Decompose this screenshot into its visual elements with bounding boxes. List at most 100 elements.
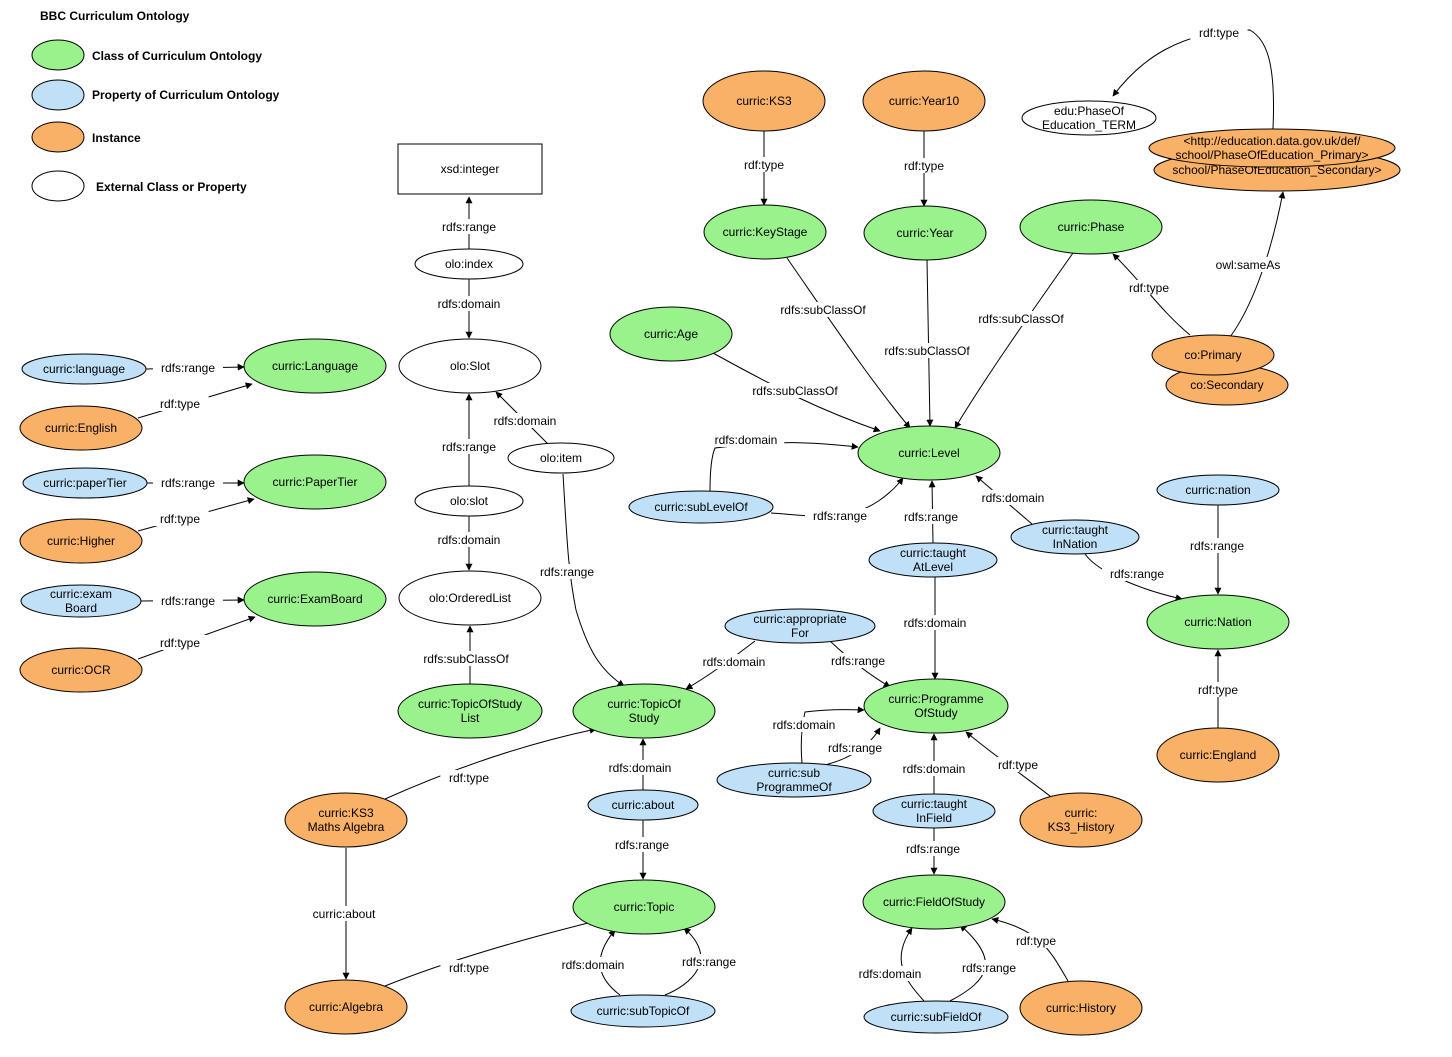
edge-e-primary-rdftype [1112, 29, 1275, 130]
node-label: curric:taught [901, 797, 968, 811]
edge-e-phase-subclass [954, 252, 1074, 429]
node-label: InField [916, 811, 952, 825]
node-shape [702, 70, 826, 132]
edge-label: rdf:type [160, 512, 200, 526]
legend-label-external: External Class or Property [96, 180, 247, 194]
edge-label: rdfs:range [161, 594, 215, 608]
node-olo-Slot: olo:Slot [398, 338, 542, 394]
edge-label: rdfs:domain [609, 761, 672, 775]
edge-label: owl:sameAs [1216, 258, 1281, 272]
node-shape [716, 762, 872, 798]
edge-label-bg [896, 615, 974, 630]
node-shape [1019, 980, 1143, 1036]
edge-label-bg [153, 360, 223, 375]
node-shape [872, 793, 996, 829]
node-shape [1019, 199, 1163, 255]
edge-label-bg [434, 219, 504, 234]
node-shape [868, 542, 998, 578]
edge-label: rdfs:subClassOf [752, 384, 838, 398]
node-curric-PaperTier: curric:PaperTier [243, 454, 387, 510]
node-curric-Language: curric:Language [243, 338, 387, 394]
node-label: curric:Language [272, 359, 358, 373]
edge-e-keystage-subclass [786, 257, 911, 429]
node-shape [19, 518, 143, 564]
node-shape [20, 584, 142, 618]
node-school-Primary: <http://education.data.gov.uk/def/school… [1148, 128, 1396, 168]
node-curric-subTopicOf: curric:subTopicOf [570, 994, 716, 1028]
edge-label-bg [974, 490, 1052, 505]
edge-label: rdfs:range [1190, 539, 1244, 553]
node-co-Secondary: co:Secondary [1165, 364, 1289, 406]
edge-label: rdfs:range [828, 741, 882, 755]
edge-label-bg [805, 508, 875, 523]
node-shape [284, 979, 408, 1035]
edge-label: rdfs:domain [494, 414, 557, 428]
node-label: olo:slot [450, 494, 489, 508]
node-shape [243, 338, 387, 394]
node-label: curric:Algebra [309, 1000, 383, 1014]
node-curric-Age: curric:Age [609, 306, 733, 362]
edge-label-bg [896, 509, 966, 524]
edge-label: rdfs:domain [773, 718, 836, 732]
edge-label-bg [1120, 280, 1178, 295]
edge-label-bg [1189, 682, 1247, 697]
edge-label: rdfs:range [831, 654, 885, 668]
edge-e-subfield-domain [900, 927, 925, 1002]
node-label: curric:subFieldOf [891, 1010, 982, 1024]
node-label: olo:index [445, 257, 493, 271]
edge-label-bg [820, 740, 890, 755]
node-shape [397, 683, 543, 739]
node-shape [863, 205, 987, 261]
edge-label: rdfs:domain [438, 297, 501, 311]
node-shape [21, 353, 147, 385]
node-shape [863, 1000, 1009, 1034]
edge-label-bg [153, 475, 223, 490]
node-shape [397, 143, 543, 195]
node-label: KS3_History [1048, 820, 1115, 834]
edge-label-bg [765, 717, 843, 732]
edge-e-subtopic-range [664, 927, 702, 996]
node-label: curric:Level [898, 446, 959, 460]
node-label: co:Secondary [1190, 378, 1263, 392]
edge-label: rdf:type [904, 159, 944, 173]
node-label: curric:taught [1042, 523, 1109, 537]
node-label: curric:Age [644, 327, 698, 341]
edge-label: rdf:type [449, 961, 489, 975]
node-label: curric:TopicOf [607, 697, 681, 711]
node-label: curric:KeyStage [723, 225, 808, 239]
node-label: InNation [1053, 537, 1098, 551]
node-co-Primary: co:Primary [1151, 334, 1275, 376]
node-curric-nation: curric:nation [1156, 474, 1280, 506]
legend-swatch-property [31, 79, 85, 111]
node-curric-KS3: curric:KS3 [702, 70, 826, 132]
node-shape [22, 467, 148, 499]
node-label: curric:TopicOfStudy [418, 697, 522, 711]
node-label: List [461, 711, 480, 725]
edge-label: rdf:type [1199, 26, 1239, 40]
edge-e-ks3maths-type [384, 726, 597, 800]
edge-label: rdfs:domain [562, 958, 625, 972]
edge-label: rdf:type [160, 636, 200, 650]
edge-e-coprimary-sameas [1229, 191, 1286, 338]
legend-item-property: Property of Curriculum Ontology [31, 79, 280, 111]
edge-label: curric:about [313, 907, 376, 921]
node-label: edu:PhaseOf [1054, 104, 1125, 118]
node-curric-KeyStage: curric:KeyStage [703, 204, 827, 260]
diagram-title: BBC Curriculum Ontology [40, 9, 190, 23]
edge-label-bg [744, 383, 846, 398]
edge-label: rdf:type [998, 758, 1038, 772]
edge-label-bg [970, 311, 1072, 326]
node-label: OfStudy [914, 706, 957, 720]
node-label: curric:History [1046, 1001, 1116, 1015]
node-curric-subLevelOf: curric:subLevelOf [628, 490, 774, 524]
node-label: AtLevel [913, 560, 953, 574]
legend-item-external: External Class or Property [31, 170, 247, 202]
node-shape [572, 683, 716, 739]
edge-label-bg [895, 158, 953, 173]
edge-label-bg [151, 511, 209, 526]
legend-swatch-instance [31, 121, 85, 153]
edge-label: rdfs:range [962, 961, 1016, 975]
